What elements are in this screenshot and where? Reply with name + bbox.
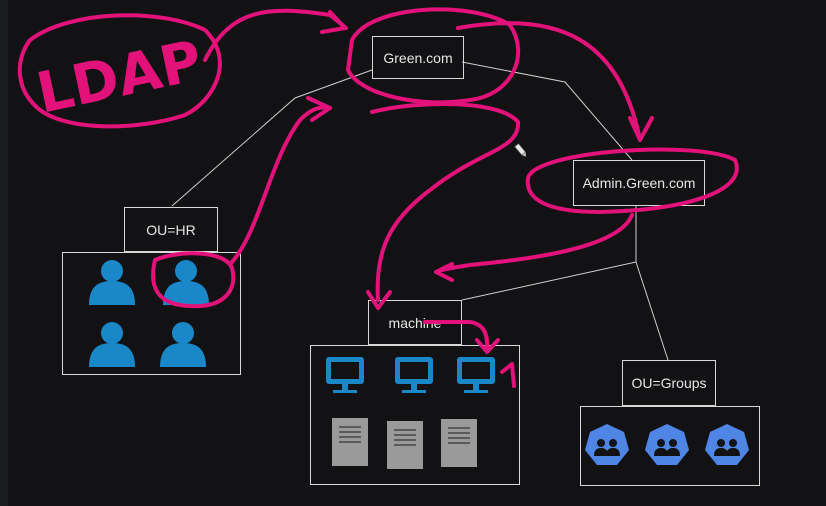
admin-domain-node[interactable]: Admin.Green.com bbox=[573, 160, 705, 206]
ou-groups-node[interactable]: OU=Groups bbox=[622, 360, 716, 406]
root-domain-node[interactable]: Green.com bbox=[372, 36, 464, 79]
user-circle bbox=[151, 251, 236, 309]
machine-to-monitor-arrow bbox=[423, 320, 490, 352]
machine-container bbox=[310, 345, 520, 485]
pencil-cursor-icon bbox=[514, 142, 527, 157]
arrowhead bbox=[366, 290, 392, 310]
arrowhead bbox=[628, 116, 654, 142]
annotation-one-mark bbox=[500, 362, 516, 388]
ou-hr-node[interactable]: OU=HR bbox=[124, 207, 218, 252]
arrowhead bbox=[475, 338, 500, 354]
arrowhead bbox=[434, 262, 454, 282]
arrowhead bbox=[306, 96, 332, 122]
groups-container bbox=[580, 406, 760, 486]
green-to-admin-arrow bbox=[456, 21, 642, 142]
root-to-machine-arrow bbox=[370, 102, 521, 302]
arrowhead bbox=[320, 10, 347, 34]
left-panel-edge bbox=[0, 0, 8, 506]
hr-users-container bbox=[62, 252, 241, 375]
green-com-circle bbox=[346, 7, 521, 105]
user-to-root-arrow bbox=[230, 105, 332, 264]
ldap-circle bbox=[17, 13, 222, 129]
admin-circle bbox=[525, 147, 739, 214]
ldap-to-green-arrow bbox=[203, 8, 348, 62]
